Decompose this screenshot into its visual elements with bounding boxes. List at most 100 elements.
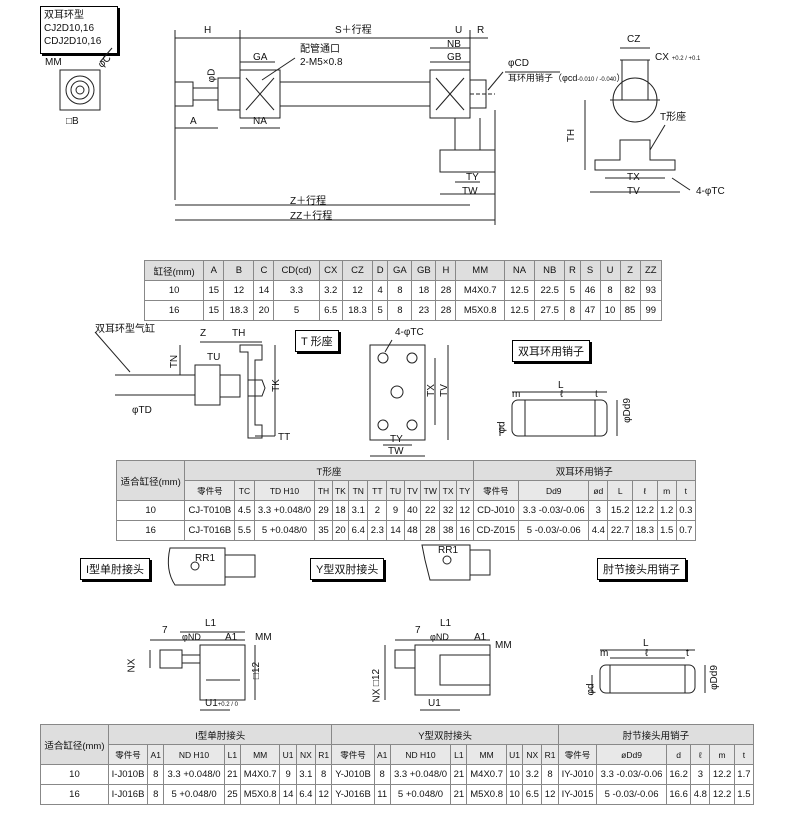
table-header: 零件号 bbox=[107, 744, 149, 765]
table-cell: 8 bbox=[599, 280, 621, 301]
label-port: 配管通口 bbox=[300, 44, 340, 55]
table-header: t bbox=[675, 480, 697, 501]
label-sq12-y: □12 bbox=[371, 668, 383, 687]
table-cell: 10 bbox=[40, 764, 109, 785]
table-header: R1 bbox=[314, 744, 333, 765]
table-cell: 93 bbox=[639, 280, 663, 301]
table-cell: 12.2 bbox=[709, 764, 735, 785]
table-header: C bbox=[253, 260, 275, 281]
label-phi-dd9: φDd9 bbox=[621, 398, 633, 423]
cx-tol: +0.2 / +0.1 bbox=[671, 56, 701, 62]
label-a1-i: A1 bbox=[225, 632, 238, 643]
label-rr1-i: RR1 bbox=[195, 553, 216, 564]
table-cell: 8 bbox=[541, 764, 559, 785]
table-cell: 5 +0.048/0 bbox=[389, 784, 452, 805]
pin-note-end: ） bbox=[616, 73, 626, 83]
table-header: Dd9 bbox=[518, 480, 590, 501]
table-header: L bbox=[607, 480, 633, 501]
label-z-stroke: Z＋行程 bbox=[290, 196, 327, 207]
table-cell: IY-J010 bbox=[557, 764, 598, 785]
table-cell: 12.5 bbox=[503, 300, 536, 321]
table-cell: M5X0.8 bbox=[466, 784, 507, 805]
label-cz: CZ bbox=[627, 34, 641, 45]
table-cell: 10 bbox=[505, 764, 524, 785]
table-cell: 46 bbox=[579, 280, 601, 301]
table-cell: 28 bbox=[435, 300, 457, 321]
pin-note-text: 耳环用销子（φcd bbox=[508, 73, 578, 83]
table-header: L1 bbox=[223, 744, 242, 765]
label-l: L bbox=[558, 380, 564, 391]
table-cell: 1.7 bbox=[733, 764, 755, 785]
table-cell: 1.2 bbox=[656, 500, 677, 521]
label-tc: 4-φTC bbox=[395, 327, 424, 338]
table-cell: 28 bbox=[435, 280, 457, 301]
table-header: NX bbox=[295, 744, 316, 765]
table-cell: 6.5 bbox=[318, 300, 343, 321]
table-header-row: 缸径(mm) A B C CD(cd) CX CZ D GA GB H MM N… bbox=[143, 260, 663, 281]
table-header: ℓ bbox=[690, 744, 711, 765]
table-header: TT bbox=[367, 480, 388, 501]
label-l1-i: L1 bbox=[205, 618, 217, 629]
label-u: U bbox=[455, 25, 463, 36]
table-cell: 3.3 +0.048/0 bbox=[389, 764, 452, 785]
table-header: øDd9 bbox=[596, 744, 667, 765]
table-cell: 85 bbox=[619, 300, 641, 321]
label-seven-i: 7 bbox=[162, 625, 168, 636]
series-box: 双耳环型 CJ2D10,16 CDJ2D10,16 bbox=[40, 6, 118, 54]
label-tu: TU bbox=[207, 352, 221, 363]
table-cell: 99 bbox=[639, 300, 663, 321]
label-m-k: m bbox=[600, 648, 609, 659]
y-joint-tag: Y型双肘接头 bbox=[310, 558, 385, 580]
label-tw: TW bbox=[388, 446, 404, 457]
label-rr1-y: RR1 bbox=[438, 545, 459, 556]
table-cell: 4.4 bbox=[588, 520, 609, 541]
label-a1-y: A1 bbox=[474, 632, 487, 643]
label-phi-cd: φCD bbox=[508, 58, 529, 69]
series-model-2: CDJ2D10,16 bbox=[44, 36, 102, 47]
label-pin-note: 耳环用销子（φcd-0.010 / -0.040） bbox=[508, 73, 625, 86]
table-header: 零件号 bbox=[472, 480, 520, 501]
table-cell: 12 bbox=[455, 500, 474, 521]
u1-tol: +0.2 / 0 bbox=[217, 702, 238, 708]
label-sq-b: □B bbox=[66, 116, 79, 127]
table-header: m bbox=[709, 744, 735, 765]
table-cell: 10 bbox=[143, 280, 205, 301]
label-tx: TX bbox=[425, 384, 437, 397]
pin-tol: -0.010 / -0.040 bbox=[577, 77, 617, 83]
table-cell: M5X0.8 bbox=[455, 300, 505, 321]
label-nb: NB bbox=[447, 39, 461, 50]
table-row: 10 15 12 14 3.3 3.2 12 4 8 18 28 M4X0.7 … bbox=[143, 280, 663, 301]
u1-text: U1 bbox=[205, 698, 218, 709]
label-phi-td: φTD bbox=[132, 405, 152, 416]
table-cell: M5X0.8 bbox=[240, 784, 281, 805]
label-phi-nd-i: φND bbox=[182, 632, 201, 642]
table-cell: 18.3 bbox=[341, 300, 374, 321]
table-cell: 3.1 bbox=[348, 500, 369, 521]
table-header: TW bbox=[420, 480, 441, 501]
table-header: ZZ bbox=[639, 260, 663, 281]
table-header: 缸径(mm) bbox=[143, 260, 205, 281]
group-header-knuckle: 肘节接头用销子 bbox=[557, 724, 755, 745]
table-cell: 2 bbox=[367, 500, 388, 521]
table-cell: 82 bbox=[619, 280, 641, 301]
table-header: H bbox=[435, 260, 457, 281]
table-cell: 20 bbox=[331, 520, 350, 541]
table-header: Z bbox=[619, 260, 641, 281]
table-cell: 28 bbox=[420, 520, 441, 541]
label-a: A bbox=[190, 116, 197, 127]
table-cell: 23 bbox=[411, 300, 437, 321]
table-header: TD H10 bbox=[253, 480, 316, 501]
table-cell: 12 bbox=[223, 280, 255, 301]
table-cell: 6.4 bbox=[348, 520, 369, 541]
table-header: U bbox=[599, 260, 621, 281]
label-tt: TT bbox=[278, 432, 291, 443]
table-cell: 12.2 bbox=[709, 784, 735, 805]
table-cell: 12.5 bbox=[503, 280, 536, 301]
table-cell: CJ-T010B bbox=[184, 500, 236, 521]
table-row: 16 I-J016B 8 5 +0.048/0 25 M5X0.8 14 6.4… bbox=[40, 784, 755, 805]
bore-dimension-table: 缸径(mm) A B C CD(cd) CX CZ D GA GB H MM N… bbox=[143, 260, 663, 321]
table-cell: 3.3 -0.03/-0.06 bbox=[518, 500, 590, 521]
table-header: NB bbox=[534, 260, 566, 281]
table-header: U1 bbox=[505, 744, 524, 765]
table-cell: 4 bbox=[372, 280, 389, 301]
